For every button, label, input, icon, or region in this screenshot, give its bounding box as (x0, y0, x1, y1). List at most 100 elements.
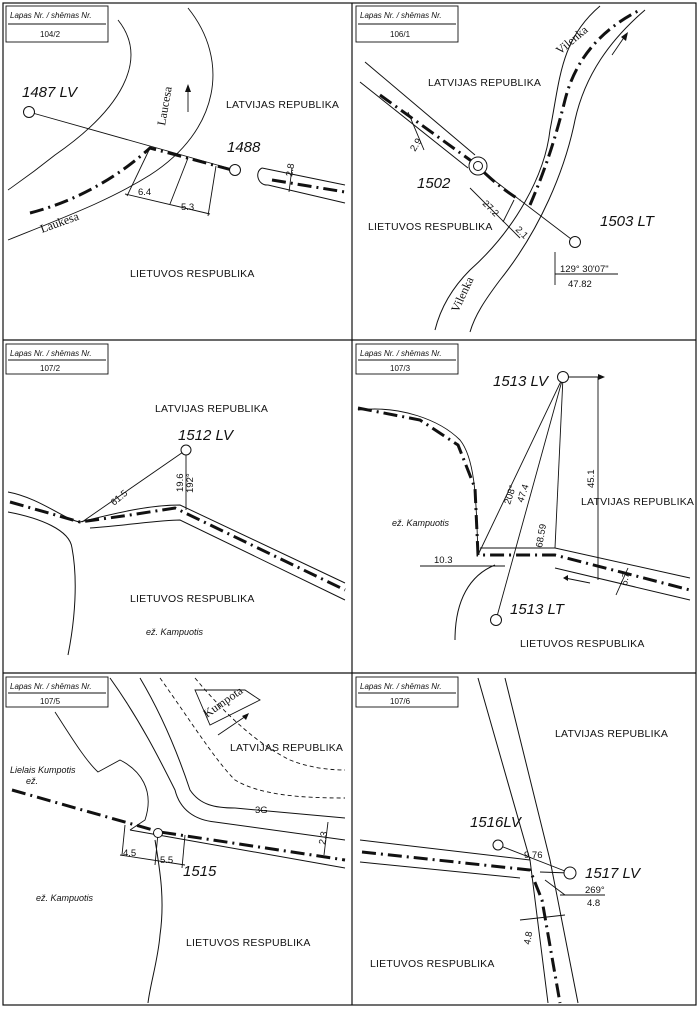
road-edge-top (261, 167, 346, 186)
country-label-latvia: LATVIJAS REPUBLIKA (428, 77, 541, 89)
point-label: 1517 LV (585, 865, 642, 882)
boundary-point-1512 (180, 444, 192, 456)
panel-107-2: Lapas Nr. / shēmas Nr. 107/2 1512 LV 61.… (5, 343, 346, 656)
survey-line (81, 449, 187, 523)
sheet-header-box (355, 5, 459, 43)
road-edge-left (7, 511, 76, 656)
boundary-point-1503 (569, 236, 581, 248)
boundary-point-1502 (473, 161, 483, 171)
road-number: 3G (255, 805, 268, 816)
point-label: 1502 (417, 175, 451, 192)
sheet-number: 107/3 (390, 364, 411, 373)
road-edge-east (504, 677, 579, 1004)
dimension-label: 2.8 (284, 163, 297, 178)
lake-label: ež. (26, 776, 38, 786)
country-label-lithuania: LIETUVOS RESPUBLIKA (130, 593, 255, 605)
country-label-latvia: LATVIJAS REPUBLIKA (581, 496, 694, 508)
river-label: Vilenka (553, 22, 591, 57)
point-label: 1513 LV (493, 373, 550, 390)
sheet-number: 107/6 (390, 697, 411, 706)
bearing-label: 129° 30'07" (560, 264, 609, 275)
panel-107-6: Lapas Nr. / shēmas Nr. 107/6 1516LV 1517… (355, 676, 668, 1004)
country-label-lithuania: LIETUVOS RESPUBLIKA (370, 958, 495, 970)
road-edge-bottom (267, 184, 346, 204)
river-label: Laukesa (38, 209, 81, 236)
point-label: 1503 LT (600, 213, 656, 230)
lake-label: ež. Kampuotis (392, 518, 450, 528)
state-border (361, 850, 562, 1004)
dimension-label: 68.59 (534, 523, 549, 548)
sheet-header-box (5, 343, 109, 375)
boundary-point-1516 (492, 839, 504, 851)
lake-shore (357, 408, 479, 551)
dimension-label: 5.5 (160, 855, 173, 866)
distance-label: 47.82 (568, 279, 592, 290)
river-bank-inner (7, 19, 132, 191)
dimension-label: 9.76 (524, 850, 543, 861)
panel-107-5: Lapas Nr. / shēmas Nr. 107/5 Kumpota Lie… (5, 676, 346, 1004)
dimension-label: 19.6 (175, 474, 186, 493)
country-label-lithuania: LIETUVOS RESPUBLIKA (368, 221, 493, 233)
boundary-point-1517 (563, 866, 577, 880)
point-label: 1512 LV (178, 427, 235, 444)
dimension-label: 6.7 (619, 572, 632, 587)
distance-label: 4.8 (587, 898, 600, 909)
svg-text:Lapas Nr. / shēmas Nr.: Lapas Nr. / shēmas Nr. (10, 682, 92, 691)
lake-shore (54, 711, 149, 831)
state-border (9, 500, 346, 592)
lake-label: ež. Kampuotis (146, 627, 204, 637)
country-label-lithuania: LIETUVOS RESPUBLIKA (520, 638, 645, 650)
dimension-label: 4.5 (123, 848, 136, 859)
sheet-number: 106/1 (390, 30, 411, 39)
svg-text:Lapas Nr. / shēmas Nr.: Lapas Nr. / shēmas Nr. (360, 11, 442, 20)
river-label: Vilenka (448, 274, 477, 314)
river-label: Laucesa (154, 85, 175, 127)
boundary-point-1513-lv (557, 371, 569, 383)
point-label: 1487 LV (22, 84, 79, 101)
boundary-point-1515 (153, 828, 163, 838)
panel-104-2: Lapas Nr. / shēmas Nr. 104/2 1487 LV 148… (5, 5, 346, 280)
state-border (29, 146, 233, 215)
dimension-label: 2.1 (513, 224, 530, 241)
road-edge-bottom (554, 567, 691, 601)
survey-line (495, 376, 564, 621)
river-bank-west (434, 5, 601, 331)
survey-line (497, 844, 571, 874)
road-edge-outer (109, 677, 346, 841)
road-edge-bottom (129, 829, 346, 869)
survey-line (477, 167, 576, 243)
road-edge-bottom (359, 861, 521, 879)
flow-arrow-icon (563, 575, 568, 581)
sheet-number: 107/2 (40, 364, 61, 373)
river-bank-outer (7, 7, 214, 241)
dimension-label: 4.8 (522, 931, 535, 946)
sheet-number: 104/2 (40, 30, 61, 39)
river-label: Kumpota (201, 683, 246, 720)
road-edge-bottom (359, 81, 469, 169)
country-label-latvia: LATVIJAS REPUBLIKA (226, 99, 339, 111)
svg-text:Lapas Nr. / shēmas Nr.: Lapas Nr. / shēmas Nr. (360, 349, 442, 358)
boundary-point-1488 (229, 164, 241, 176)
dimension-label: 10.3 (434, 555, 453, 566)
panel-106-1: Lapas Nr. / shēmas Nr. 106/1 1502 1503 L… (355, 5, 656, 333)
dimension-label: 192° (185, 473, 196, 493)
sheet-header-box (355, 343, 459, 375)
flow-arrow-icon (611, 35, 626, 56)
road-edge-top (7, 491, 346, 584)
road-edge-top (359, 839, 531, 861)
sheet-header-box (5, 5, 109, 43)
bearing-label: 269° (585, 885, 605, 896)
flow-arrow-icon (217, 715, 247, 736)
country-label-lithuania: LIETUVOS RESPUBLIKA (130, 268, 255, 280)
road-edge-west (477, 677, 549, 1004)
point-label: 1515 (183, 863, 217, 880)
dimension-label: 2.3 (317, 831, 330, 846)
road-sign-kumpota (194, 689, 261, 726)
dimension-label: 45.1 (586, 470, 597, 489)
point-label: 1516LV (470, 814, 523, 831)
dimension-label: 5.3 (181, 202, 194, 213)
boundary-point-1513-lt (490, 614, 502, 626)
lake-label: ež. Kampuotis (36, 893, 94, 903)
dimension-label: 47.4 (515, 483, 531, 504)
